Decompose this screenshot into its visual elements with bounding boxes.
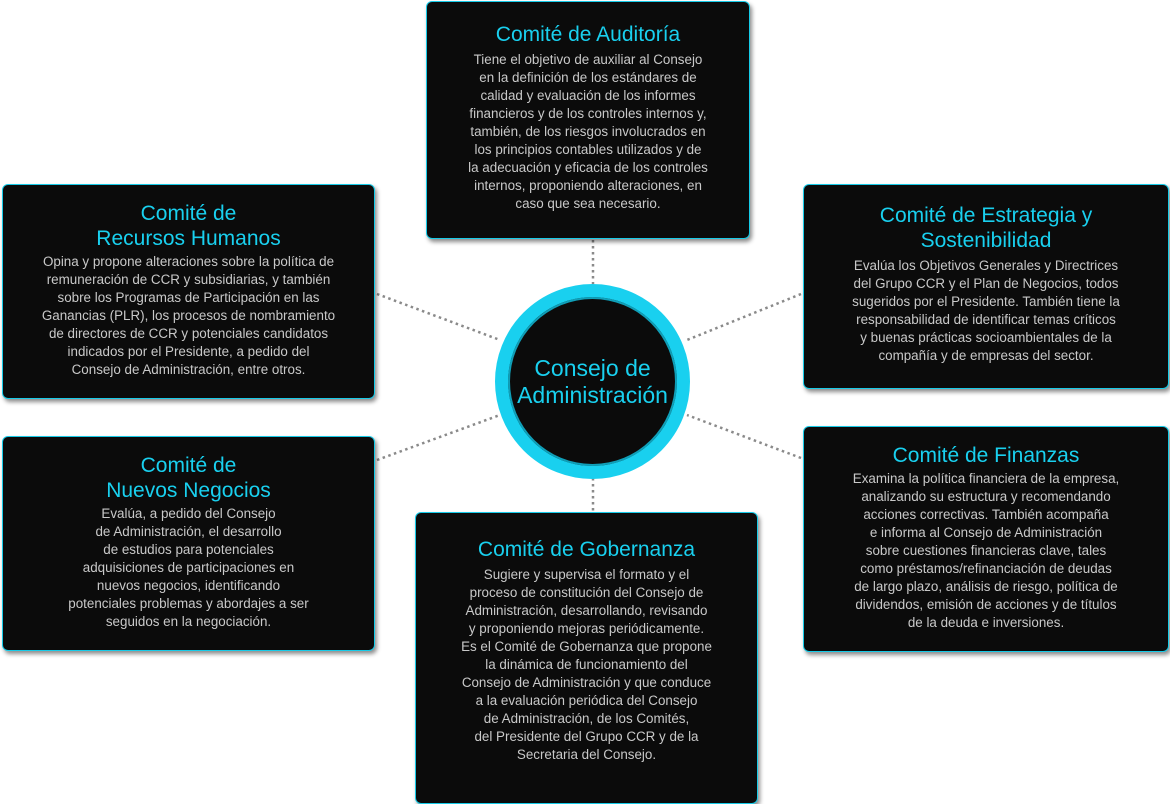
committee-title-nuevos-negocios: Comité de Nuevos Negocios xyxy=(106,454,271,502)
committee-title-gobernanza: Comité de Gobernanza xyxy=(477,538,696,561)
committee-box-recursos-humanos: Comité de Recursos Humanos Opina y propo… xyxy=(2,184,375,399)
committee-title-recursos-humanos: Comité de Recursos Humanos xyxy=(96,202,281,250)
center-node-title: Consejo de Administración xyxy=(517,354,668,408)
connector-finanzas xyxy=(686,413,802,460)
connector-estrategia xyxy=(686,292,802,342)
committee-description-estrategia: Evalúa los Objetivos Generales y Directr… xyxy=(852,258,1120,363)
connector-recursos-humanos xyxy=(376,292,501,342)
committee-description-auditoria: Tiene el objetivo de auxiliar al Consejo… xyxy=(468,52,708,211)
committee-box-finanzas: Comité de Finanzas Examina la política f… xyxy=(803,426,1169,652)
connector-nuevos-negocios xyxy=(376,413,501,462)
committee-box-nuevos-negocios: Comité de Nuevos Negocios Evalúa, a pedi… xyxy=(2,436,375,651)
committee-description-finanzas: Examina la política financiera de la emp… xyxy=(852,471,1120,630)
center-node-consejo: Consejo de Administración xyxy=(495,284,690,479)
committee-title-finanzas: Comité de Finanzas xyxy=(892,444,1080,467)
committee-description-gobernanza: Sugiere y supervisa el formato y el proc… xyxy=(461,567,712,762)
committee-box-gobernanza: Comité de Gobernanza Sugiere y supervisa… xyxy=(415,512,758,804)
committee-title-auditoria: Comité de Auditoría xyxy=(495,23,681,46)
committee-description-nuevos-negocios: Evalúa, a pedido del Consejo de Administ… xyxy=(68,506,309,629)
committee-box-estrategia: Comité de Estrategia y Sostenibilidad Ev… xyxy=(803,184,1169,389)
committee-box-auditoria: Comité de Auditoría Tiene el objetivo de… xyxy=(426,1,750,239)
committee-description-recursos-humanos: Opina y propone alteraciones sobre la po… xyxy=(41,254,336,377)
committee-title-estrategia: Comité de Estrategia y Sostenibilidad xyxy=(879,204,1093,252)
